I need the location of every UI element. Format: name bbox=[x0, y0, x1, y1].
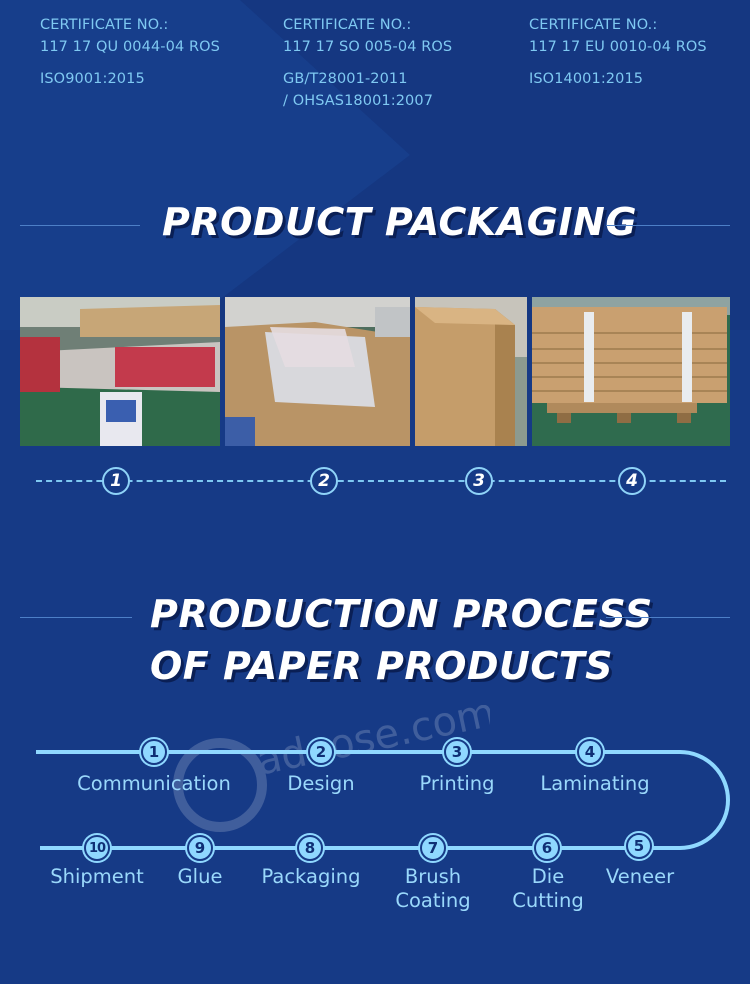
process-step-7-badge: 7 bbox=[420, 835, 446, 861]
process-rule-left bbox=[20, 617, 132, 618]
process-step-6-label: Die Cutting bbox=[512, 865, 583, 913]
packaging-step-marker: 2 bbox=[310, 467, 338, 495]
process-step-7-label-line2: Coating bbox=[395, 889, 471, 912]
packaging-steps-line bbox=[36, 480, 726, 482]
packaging-title: PRODUCT PACKAGING bbox=[162, 200, 638, 244]
process-step-7-label: Brush Coating bbox=[395, 865, 470, 913]
certificate-block-2: CERTIFICATE NO.: 117 17 SO 005-04 ROS GB… bbox=[283, 14, 452, 112]
process-step-6-label-line1: Die bbox=[531, 865, 565, 888]
packaging-step-marker: 1 bbox=[102, 467, 130, 495]
process-step-6-label-line2: Cutting bbox=[512, 889, 584, 912]
certificate-standard: GB/T28001-2011 bbox=[283, 71, 408, 87]
process-step-8-badge: 8 bbox=[297, 835, 323, 861]
process-step-7-label-line1: Brush bbox=[404, 865, 462, 888]
process-step-2-badge: 2 bbox=[308, 739, 334, 765]
process-step-10-label: Shipment bbox=[50, 865, 144, 888]
process-rule-right bbox=[606, 617, 730, 618]
process-title-line2: OF PAPER PRODUCTS bbox=[150, 644, 614, 688]
packaging-photo-3 bbox=[415, 297, 527, 446]
certificate-label: CERTIFICATE NO.: bbox=[283, 17, 412, 33]
process-step-4-label: Laminating bbox=[540, 772, 650, 795]
packaging-photo-2 bbox=[225, 297, 410, 446]
process-title-line1: PRODUCTION PROCESS bbox=[150, 592, 653, 636]
process-step-2-label: Design bbox=[287, 772, 355, 795]
process-step-5-label: Veneer bbox=[605, 865, 675, 888]
process-step-10-badge: 10 bbox=[84, 835, 110, 861]
certificate-label: CERTIFICATE NO.: bbox=[40, 17, 169, 33]
certificate-block-1: CERTIFICATE NO.: 117 17 QU 0044-04 ROS I… bbox=[40, 14, 220, 90]
certificate-label: CERTIFICATE NO.: bbox=[529, 17, 658, 33]
heading-rule-right bbox=[606, 225, 730, 226]
packaging-photo-4 bbox=[532, 297, 730, 446]
packaging-step-marker: 3 bbox=[465, 467, 493, 495]
certificate-number: 117 17 SO 005-04 ROS bbox=[283, 39, 453, 55]
certificate-block-3: CERTIFICATE NO.: 117 17 EU 0010-04 ROS I… bbox=[529, 14, 707, 90]
process-step-4-badge: 4 bbox=[577, 739, 603, 765]
heading-rule-left bbox=[20, 225, 140, 226]
process-step-3-label: Printing bbox=[419, 772, 495, 795]
process-step-6-badge: 6 bbox=[534, 835, 560, 861]
certificate-number: 117 17 QU 0044-04 ROS bbox=[40, 39, 220, 55]
certificate-standard: ISO14001:2015 bbox=[529, 71, 644, 87]
packaging-photo-1 bbox=[20, 297, 220, 446]
process-step-9-label: Glue bbox=[177, 865, 223, 888]
packaging-step-marker: 4 bbox=[618, 467, 646, 495]
process-step-3-badge: 3 bbox=[444, 739, 470, 765]
certificate-standard-2: / OHSAS18001:2007 bbox=[283, 93, 434, 109]
certificate-standard: ISO9001:2015 bbox=[40, 71, 145, 87]
process-step-5-badge: 5 bbox=[626, 833, 652, 859]
process-step-8-label: Packaging bbox=[261, 865, 361, 888]
process-step-1-badge: 1 bbox=[141, 739, 167, 765]
certificate-number: 117 17 EU 0010-04 ROS bbox=[529, 39, 707, 55]
process-step-9-badge: 9 bbox=[187, 835, 213, 861]
process-flow-line bbox=[36, 750, 730, 850]
process-step-1-label: Communication bbox=[77, 772, 231, 795]
